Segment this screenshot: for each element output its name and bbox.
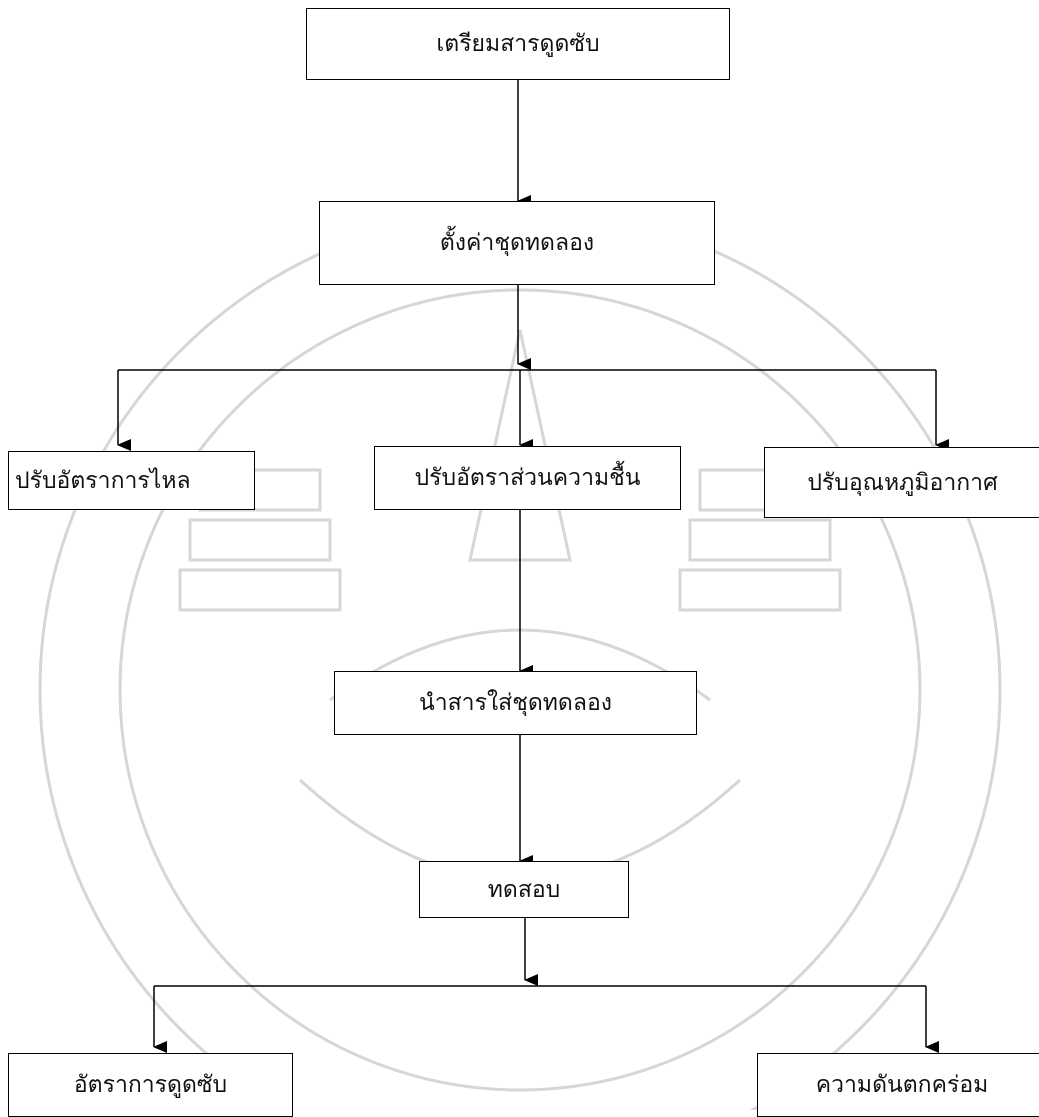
- box-adsorption-rate: อัตราการดูดซับ: [8, 1053, 293, 1117]
- box-test: ทดสอบ: [419, 861, 629, 918]
- box-prepare-adsorbent: เตรียมสารดูดซับ: [306, 8, 730, 80]
- box-load-sample: นำสารใส่ชุดทดลอง: [334, 671, 697, 735]
- box-adjust-humidity-ratio: ปรับอัตราส่วนความชื้น: [374, 446, 681, 510]
- box-adjust-air-temperature: ปรับอุณหภูมิอากาศ: [764, 447, 1039, 518]
- box-setup-experiment: ตั้งค่าชุดทดลอง: [319, 201, 715, 285]
- box-pressure-drop: ความดันตกคร่อม: [757, 1053, 1039, 1117]
- box-adjust-flow-rate: ปรับอัตราการไหล: [8, 451, 255, 510]
- seal-inner-ring: [118, 288, 922, 1092]
